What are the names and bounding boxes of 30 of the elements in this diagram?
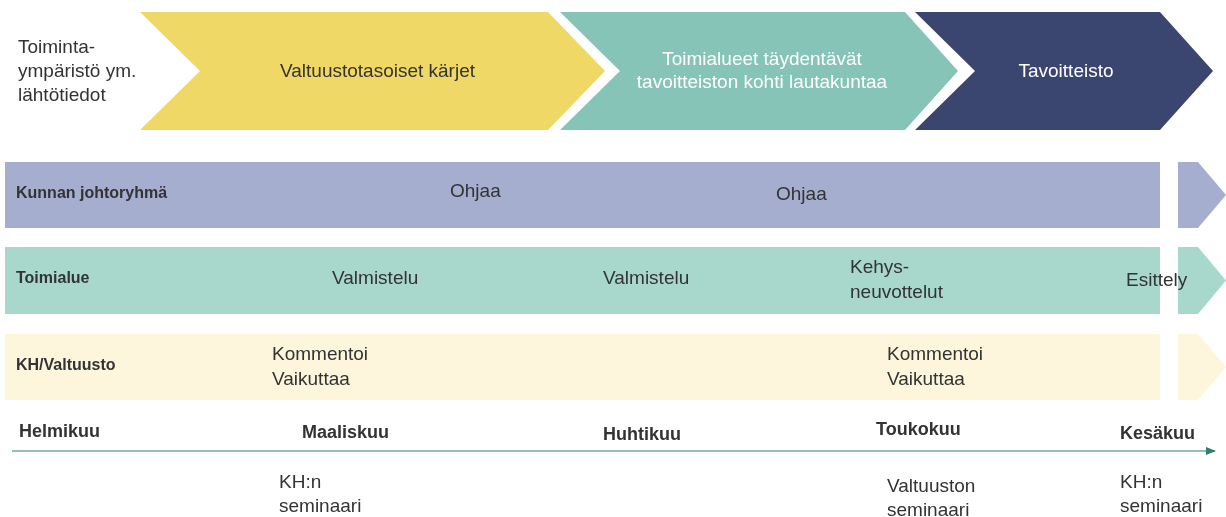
lane-end-tab [1178, 162, 1226, 228]
month-label: Maaliskuu [302, 421, 391, 444]
lane-text: Kommentoi Vaikuttaa [272, 342, 370, 391]
lane-heading: Kunnan johtoryhmä [16, 183, 168, 203]
chevron-label: Toimialueet täydentävät tavoitteiston kohti lautakuntaa [635, 48, 889, 94]
phase-banner [915, 12, 1213, 130]
lane-text: Ohjaa [776, 182, 827, 206]
intro-text: Toiminta- ympäristö ym. lähtötiedot [18, 35, 138, 107]
lane-text: Esittely [1126, 268, 1189, 292]
lane-text: Valmistelu [332, 266, 419, 290]
chevron-label: Valtuustotasoiset kärjet [280, 59, 475, 83]
lane-end-tab [1178, 334, 1226, 400]
swimlane-band [5, 334, 1160, 400]
lane-text: Kehys- neuvottelut [850, 255, 944, 304]
swimlane-band [5, 162, 1160, 228]
month-label: Huhtikuu [603, 423, 682, 446]
event-note: Valtuuston seminaari [887, 474, 977, 517]
lane-text: Ohjaa [450, 179, 501, 203]
month-label: Toukokuu [876, 418, 962, 441]
lane-text: Valmistelu [603, 266, 690, 290]
lane-heading: Toimialue [16, 268, 90, 288]
lane-heading: KH/Valtuusto [16, 355, 116, 375]
event-note: KH:n seminaari [279, 470, 363, 517]
event-note: KH:n seminaari [1120, 470, 1204, 517]
month-label: Helmikuu [19, 420, 102, 443]
phase-banner [560, 12, 958, 130]
month-label: Kesäkuu [1120, 422, 1197, 445]
phase-banner [140, 12, 605, 130]
chevron-label: Tavoitteisto [1018, 59, 1114, 83]
lane-text: Kommentoi Vaikuttaa [887, 342, 985, 391]
